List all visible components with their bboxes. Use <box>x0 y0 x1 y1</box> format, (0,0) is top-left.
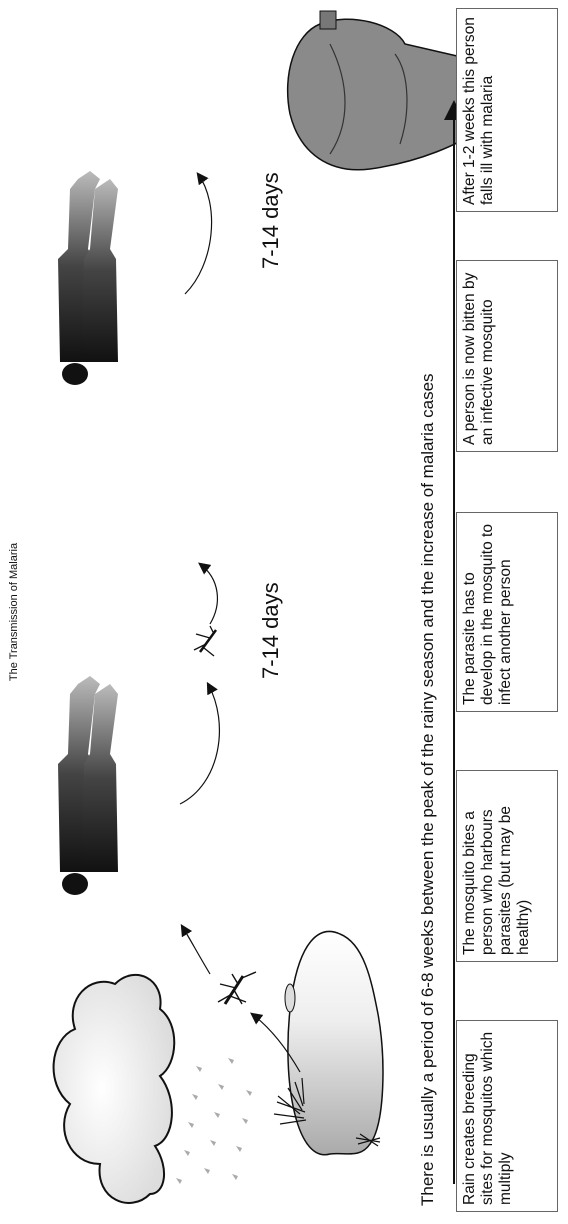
step-box: Rain creates breeding sites for mosquito… <box>456 1020 558 1212</box>
mosquito-icon <box>218 972 256 1004</box>
arrow-to-sick-person <box>185 174 212 294</box>
arrow-carrier-to-mosquito <box>180 684 219 804</box>
step-box: The mosquito bites a person who harbours… <box>456 770 558 962</box>
interval-label: 7-14 days <box>258 582 284 679</box>
arrow-to-carrier-person <box>182 926 210 974</box>
rain-cloud-icon <box>54 975 175 1203</box>
bitten-person-icon <box>58 171 118 385</box>
carrier-person-icon <box>58 676 118 895</box>
timeline-text: There is usually a period of 6-8 weeks b… <box>418 373 438 1206</box>
interval-label: 7-14 days <box>258 172 284 269</box>
raindrops-icon <box>176 1058 252 1184</box>
step-box: A person is now bitten by an infective m… <box>456 260 558 452</box>
mosquito-icon <box>194 626 216 656</box>
step-box: The parasite has to develop in the mosqu… <box>456 512 558 712</box>
step-box: After 1-2 weeks this person falls ill wi… <box>456 8 558 212</box>
arrow-mosquito-to-person <box>200 564 217 624</box>
